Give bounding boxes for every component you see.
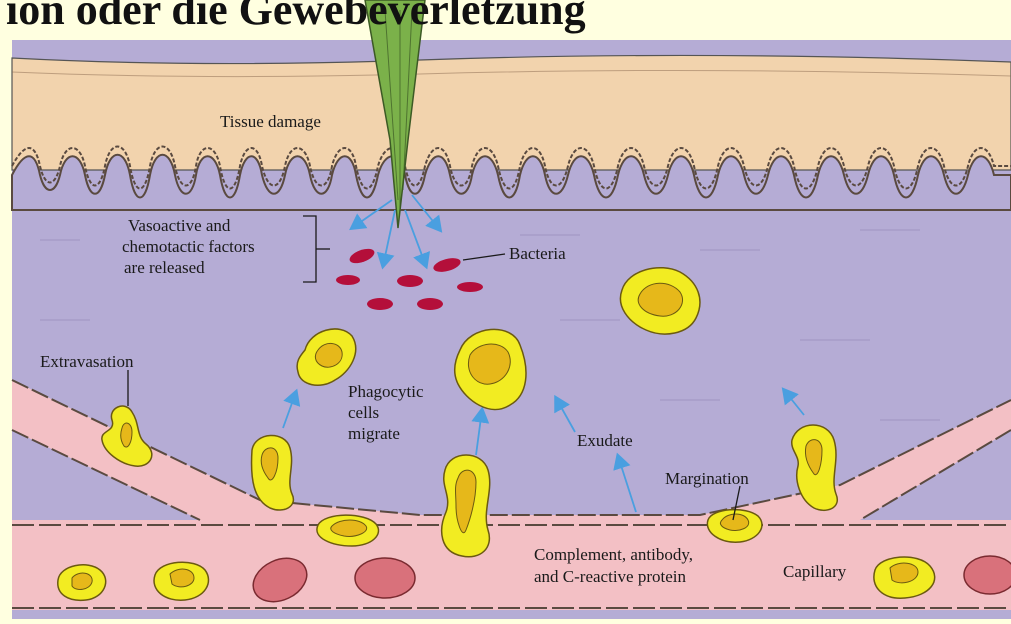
label-bacteria: Bacteria: [509, 244, 566, 263]
page-title: ion oder die Gewebeverletzung: [6, 0, 1011, 34]
label-complement-2: and C-reactive protein: [534, 567, 686, 586]
label-factors-1: Vasoactive and: [128, 216, 231, 235]
label-margination: Margination: [665, 469, 749, 488]
label-capillary: Capillary: [783, 562, 847, 581]
label-phagocytic-3: migrate: [348, 424, 400, 443]
label-exudate: Exudate: [577, 431, 633, 450]
label-factors-2: chemotactic factors: [122, 237, 255, 256]
label-phagocytic-2: cells: [348, 403, 379, 422]
label-phagocytic-1: Phagocytic: [348, 382, 424, 401]
label-factors-3: are released: [124, 258, 205, 277]
label-extravasation: Extravasation: [40, 352, 134, 371]
label-complement-1: Complement, antibody,: [534, 545, 693, 564]
label-tissue-damage: Tissue damage: [220, 112, 321, 131]
